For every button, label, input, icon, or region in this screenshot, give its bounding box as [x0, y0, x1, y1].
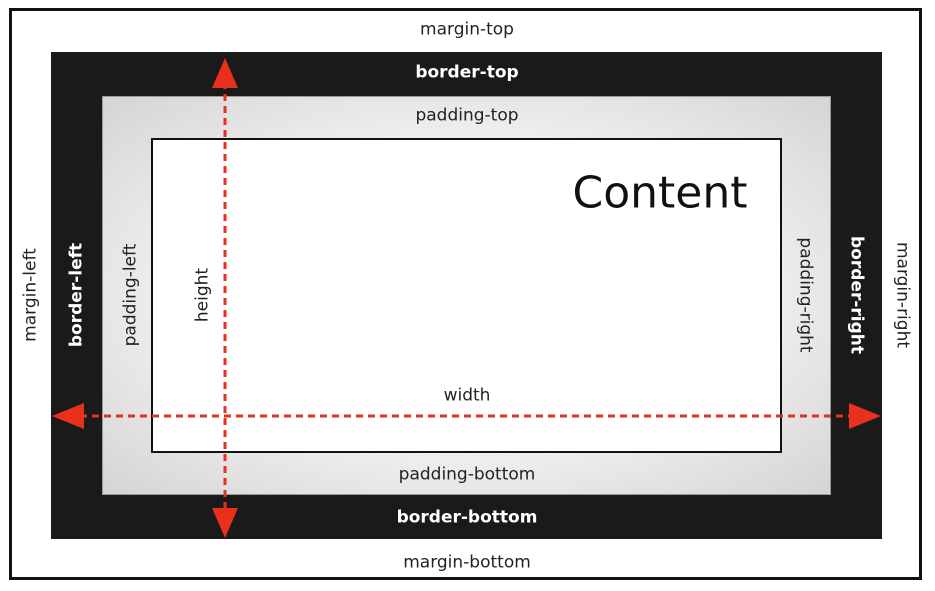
content-title: Content	[572, 167, 748, 219]
margin-left-label: margin-left	[20, 248, 41, 342]
margin-bottom-label: margin-bottom	[403, 552, 531, 573]
border-left-label: border-left	[66, 242, 87, 348]
margin-right-label: margin-right	[892, 241, 913, 349]
margin-top-label: margin-top	[420, 19, 514, 40]
height-label: height	[192, 267, 213, 323]
padding-bottom-label: padding-bottom	[398, 464, 536, 485]
content-area	[151, 138, 782, 453]
border-top-label: border-top	[415, 62, 519, 83]
padding-right-label: padding-right	[795, 237, 816, 353]
width-label: width	[443, 385, 491, 406]
border-right-label: border-right	[846, 236, 867, 354]
padding-top-label: padding-top	[415, 105, 519, 126]
border-bottom-label: border-bottom	[396, 507, 538, 528]
padding-left-label: padding-left	[120, 243, 141, 347]
